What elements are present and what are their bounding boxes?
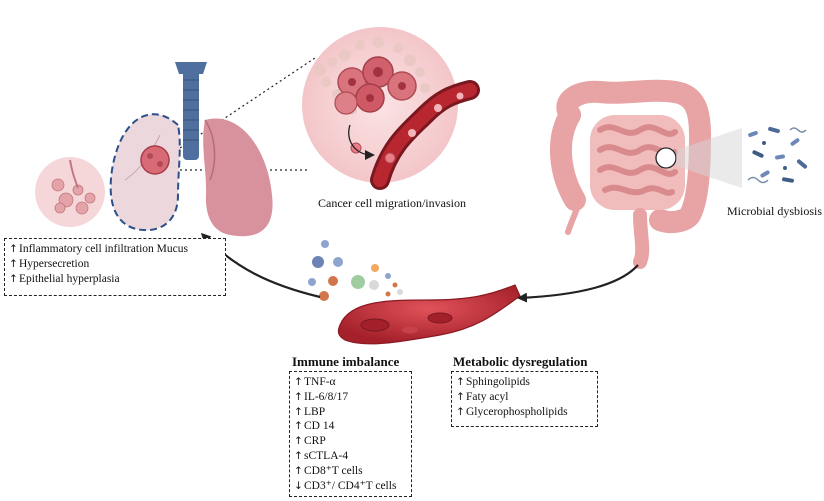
metabolic-item: ↑Sphingolipids — [456, 376, 530, 388]
immune-item: ↑TNF-α — [294, 376, 336, 388]
metabolic-dysregulation-title: Metabolic dysregulation — [453, 354, 588, 369]
trachea — [183, 70, 199, 160]
arrow-gut-to-blood — [517, 264, 639, 303]
lung-effect-item: ↑Epithelial hyperplasia — [9, 273, 120, 285]
cancer-cell-cluster — [334, 56, 417, 115]
intestine-illustration — [549, 79, 808, 269]
alveoli-circle — [35, 157, 105, 227]
immune-item: ↑CRP — [294, 435, 326, 448]
immune-item: ↑sCTLA-4 — [294, 449, 349, 462]
immune-imbalance-box: ↑TNF-α ↑IL-6/8/17 ↑LBP ↑CD 14 ↑CRP ↑sCTL… — [289, 371, 412, 497]
immune-item: ↑CD 14 — [294, 420, 335, 433]
immune-item: ↑IL-6/8/17 — [294, 390, 349, 403]
lung-effect-item: ↑Hypersecretion — [9, 258, 90, 270]
right-lung — [203, 118, 273, 237]
large-intestine — [556, 79, 712, 234]
zoom-connector-top — [179, 57, 316, 149]
lung-effects-box: ↑Inflammatory cell infiltration Mucus ↑H… — [4, 238, 226, 296]
metabolic-dysregulation-box: ↑Sphingolipids ↑Faty acyl ↑Glycerophosph… — [451, 371, 598, 427]
blood-vessel-illustration — [308, 240, 521, 345]
rectum — [633, 208, 650, 269]
cancer-migration-illustration — [302, 27, 480, 190]
immune-item: ↑CD8⁺T cells — [294, 464, 363, 477]
lung-tumor-nodule — [140, 145, 170, 175]
lung-effect-item: ↑Inflammatory cell infiltration Mucus — [9, 243, 188, 255]
dysbiosis-label: Microbial dysbiosis — [727, 204, 822, 218]
immune-imbalance-title: Immune imbalance — [292, 354, 400, 369]
microbe-zoom-marker — [655, 147, 677, 169]
left-lung-highlighted — [109, 113, 181, 232]
metabolic-item: ↑Glycerophospholipids — [456, 406, 568, 418]
metabolic-item: ↑Faty acyl — [456, 391, 509, 403]
lungs-illustration — [35, 62, 273, 237]
immune-item: ↓CD3⁺/ CD4⁺T cells — [294, 479, 397, 492]
cytokine-particles — [308, 240, 403, 301]
blood-vessel — [337, 284, 521, 345]
immune-item: ↑LBP — [294, 405, 326, 418]
bacteria-cluster — [747, 126, 808, 184]
migration-label: Cancer cell migration/invasion — [318, 196, 466, 210]
